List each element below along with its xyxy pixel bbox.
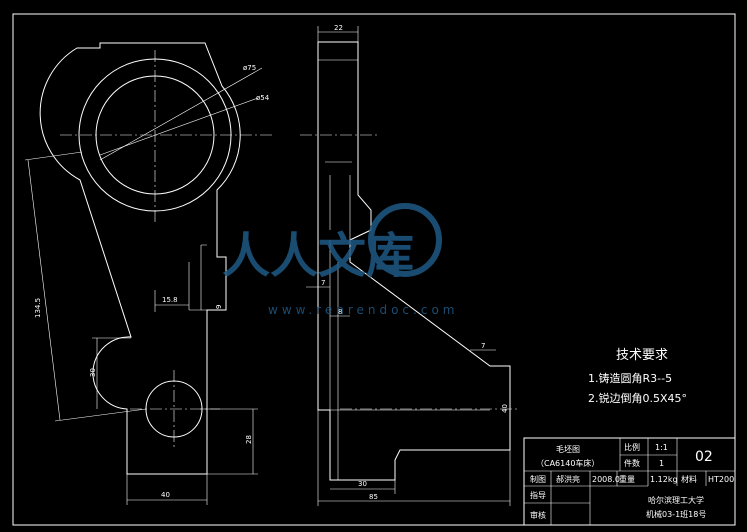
- dim-15-8: 15.8: [162, 296, 178, 304]
- dim-85: 85: [369, 493, 378, 501]
- tb-machine: （CA6140车床）: [536, 458, 599, 468]
- tb-material-value: HT200: [708, 475, 734, 484]
- tb-weight-label: 重量: [619, 474, 635, 484]
- tb-drawn-label: 制图: [530, 474, 546, 484]
- tb-date: 2008.0: [592, 475, 620, 484]
- watermark: 人人文库 www.renrendoc.com: [222, 203, 458, 317]
- leader-d75: [99, 67, 263, 161]
- tb-scale-label: 比例: [624, 442, 640, 452]
- dim-134-5: 134.5: [34, 298, 42, 318]
- dim-7-left: 7: [321, 279, 325, 287]
- drawing-border: [12, 13, 736, 526]
- tb-qty-label: 件数: [624, 458, 640, 468]
- watermark-url: www.renrendoc.com: [268, 303, 458, 317]
- tb-drawing-name: 毛坯图: [556, 444, 580, 454]
- ext-line: [24, 151, 83, 161]
- watermark-ring-icon: [368, 203, 442, 277]
- dim-28: 28: [245, 435, 253, 444]
- dim-30-vertical: 30: [89, 368, 97, 377]
- title-block-frame: [523, 437, 736, 526]
- front-bore-outline: [188, 244, 226, 311]
- tb-guide-label: 指导: [530, 490, 546, 500]
- dim-9: 9: [215, 305, 223, 309]
- dim-40-right: 40: [501, 404, 509, 413]
- dim-7-right: 7: [481, 342, 485, 350]
- tech-req-item-2: 2.锐边倒角0.5X45°: [588, 392, 688, 405]
- dim-line-134: [27, 159, 61, 421]
- dim-22: 22: [334, 24, 343, 32]
- technical-requirements: 技术要求 1.铸造圆角R3--5 2.锐边倒角0.5X45°: [588, 344, 728, 409]
- leader-d54: [99, 97, 259, 156]
- tb-class: 机械03-1班18号: [646, 509, 706, 519]
- tb-drawing-no: 02: [695, 449, 713, 465]
- tb-qty-value: 1: [659, 459, 664, 468]
- watermark-text: 人人文库: [222, 228, 414, 284]
- tech-req-item-1: 1.铸造圆角R3--5: [588, 372, 673, 385]
- side-view: 22 7 8 7 40 30 85: [300, 24, 520, 506]
- front-view: ø75 ø54 134.5 30 15.8 9 28 40: [24, 42, 275, 505]
- tb-scale-value: 1:1: [655, 443, 668, 452]
- dim-d54: ø54: [256, 94, 270, 102]
- dim-d75: ø75: [243, 64, 256, 72]
- tb-school: 哈尔滨理工大学: [648, 495, 704, 505]
- tb-material-label: 材料: [681, 474, 697, 484]
- dim-8: 8: [338, 308, 342, 316]
- tech-req-title: 技术要求: [616, 348, 669, 363]
- dim-40-bottom: 40: [161, 491, 170, 499]
- front-view-outline: [39, 42, 241, 475]
- ext-line: [54, 408, 147, 422]
- title-block: 毛坯图 （CA6140车床） 比例 1:1 件数 1 02 制图 郝洪亮 200…: [523, 437, 736, 526]
- tb-review-label: 审核: [530, 510, 546, 520]
- tb-drawn-by: 郝洪亮: [556, 474, 580, 484]
- dim-30-bottom: 30: [358, 480, 367, 488]
- tb-weight-value: 1.12kg: [650, 475, 678, 484]
